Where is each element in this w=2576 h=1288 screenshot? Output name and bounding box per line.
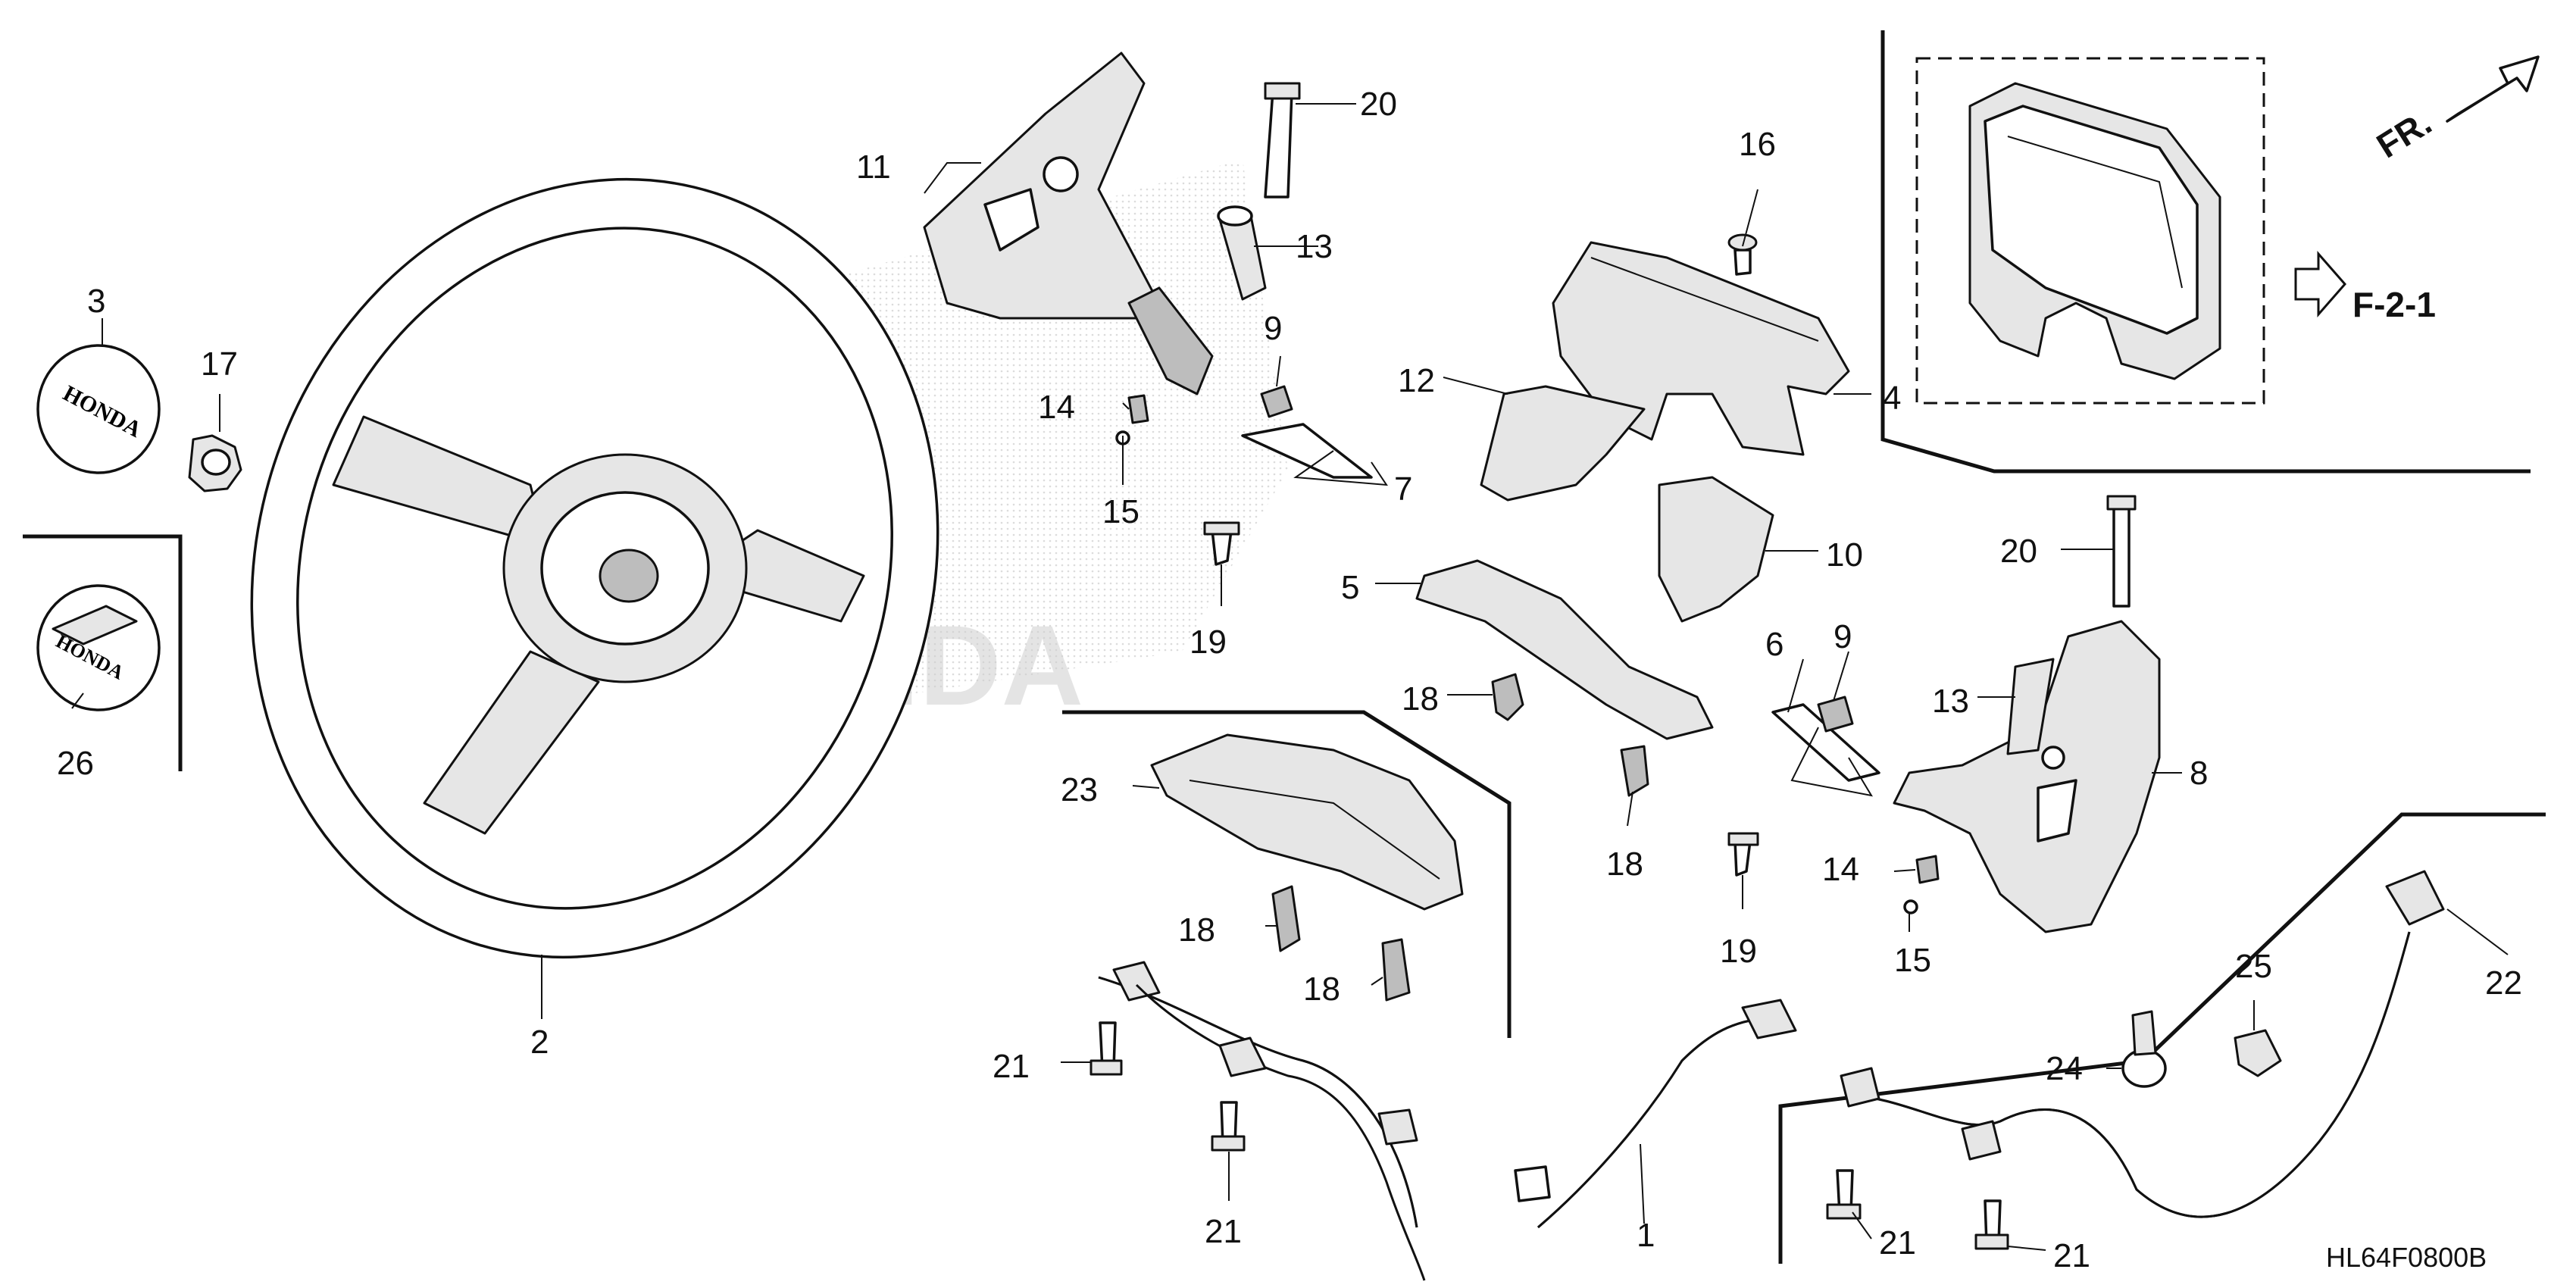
callout-14-upper: 14 bbox=[1038, 389, 1075, 426]
clamp-24 bbox=[2121, 1010, 2167, 1088]
callout-2: 2 bbox=[530, 1024, 549, 1061]
svg-text:FR.: FR. bbox=[2370, 102, 2438, 165]
callout-20-lower: 20 bbox=[2000, 533, 2037, 570]
callout-13-lower: 13 bbox=[1932, 683, 1969, 720]
leader-lines bbox=[71, 103, 2509, 1251]
callout-15-lower: 15 bbox=[1894, 942, 1931, 979]
screw-16 bbox=[1727, 233, 1758, 276]
callout-18-a: 18 bbox=[1402, 680, 1439, 717]
paddle-switch-11 bbox=[923, 52, 1214, 395]
callout-16: 16 bbox=[1739, 126, 1776, 163]
callout-15-upper: 15 bbox=[1102, 493, 1140, 530]
callout-13-upper: 13 bbox=[1296, 228, 1333, 265]
nut-17 bbox=[188, 434, 242, 492]
callout-21-d: 21 bbox=[2053, 1237, 2090, 1274]
clip-18-d bbox=[1381, 938, 1411, 1002]
callout-5: 5 bbox=[1341, 569, 1359, 606]
callout-21-b: 21 bbox=[1205, 1213, 1242, 1250]
callout-18-d: 18 bbox=[1303, 971, 1340, 1008]
bolt-21-a bbox=[1089, 1021, 1123, 1076]
horn-emblem-3: HONDA bbox=[36, 344, 161, 474]
bolt-21-b bbox=[1211, 1101, 1246, 1152]
plate-6 bbox=[1771, 703, 1880, 782]
callout-18-c: 18 bbox=[1178, 911, 1215, 949]
callout-11: 11 bbox=[856, 148, 891, 186]
paddle-switch-8 bbox=[1893, 620, 2161, 933]
spring-14-upper bbox=[1127, 394, 1149, 424]
lower-cover-23 bbox=[1150, 733, 1464, 911]
callout-24: 24 bbox=[2046, 1050, 2083, 1087]
callout-25: 25 bbox=[2235, 948, 2272, 985]
callout-10: 10 bbox=[1826, 536, 1863, 574]
horn-emblem-26: HONDA bbox=[36, 584, 161, 711]
clip-18-c bbox=[1271, 885, 1301, 952]
harness-22 bbox=[1840, 870, 2445, 1218]
bolt-20-upper bbox=[1264, 82, 1301, 199]
collar-13-upper bbox=[1217, 205, 1267, 301]
pin-19-lower bbox=[1727, 832, 1759, 877]
callout-6: 6 bbox=[1765, 626, 1784, 663]
harness-1 bbox=[1098, 961, 1797, 1229]
clip-25 bbox=[2234, 1029, 2282, 1077]
callout-1: 1 bbox=[1637, 1217, 1655, 1254]
diagram-code: HL64F0800B bbox=[2326, 1242, 2487, 1273]
callout-4: 4 bbox=[1883, 380, 1901, 417]
reference-label: F-2-1 bbox=[2352, 285, 2436, 324]
steering-wheel bbox=[250, 177, 939, 959]
clip-18-b bbox=[1620, 745, 1649, 797]
harness-left bbox=[1135, 983, 1426, 1281]
callout-21-c: 21 bbox=[1879, 1224, 1916, 1261]
bracket-10 bbox=[1658, 476, 1774, 623]
spring-14-lower bbox=[1915, 855, 1940, 884]
callout-12: 12 bbox=[1398, 362, 1435, 399]
callout-17: 17 bbox=[201, 345, 238, 383]
bolt-20-lower bbox=[2106, 495, 2137, 608]
callout-7: 7 bbox=[1394, 470, 1412, 508]
lower-cover-5 bbox=[1415, 559, 1714, 740]
callout-18-b: 18 bbox=[1606, 846, 1643, 883]
callout-21-a: 21 bbox=[993, 1048, 1030, 1085]
collar-13-lower bbox=[2006, 658, 2055, 755]
spring-9-upper bbox=[1260, 385, 1293, 418]
callout-3: 3 bbox=[87, 283, 105, 320]
callout-19-upper: 19 bbox=[1190, 624, 1227, 661]
callout-22: 22 bbox=[2485, 964, 2522, 1002]
front-direction-indicator: FR. bbox=[2370, 55, 2540, 165]
callout-labels: 1 2 3 4 5 6 7 8 9 9 10 11 12 13 13 14 14… bbox=[57, 86, 2522, 1274]
callout-19-lower: 19 bbox=[1720, 933, 1757, 970]
spring-9-lower bbox=[1817, 696, 1854, 733]
callout-26: 26 bbox=[57, 745, 94, 782]
bracket-12 bbox=[1480, 385, 1646, 502]
callout-8: 8 bbox=[2190, 755, 2208, 792]
bolt-21-d bbox=[1974, 1199, 2009, 1250]
callout-9-lower: 9 bbox=[1834, 618, 1852, 655]
callout-14-lower: 14 bbox=[1822, 851, 1859, 888]
clip-18-a bbox=[1491, 673, 1524, 721]
callout-20-upper: 20 bbox=[1360, 86, 1397, 123]
callout-9-upper: 9 bbox=[1264, 310, 1282, 347]
callout-23: 23 bbox=[1061, 771, 1098, 808]
meter-inset: F-2-1 bbox=[1915, 57, 2436, 405]
ball-15-lower bbox=[1903, 899, 1918, 914]
bolt-21-c bbox=[1826, 1169, 1862, 1220]
plate-7 bbox=[1241, 423, 1373, 479]
pin-19-upper bbox=[1203, 521, 1240, 566]
